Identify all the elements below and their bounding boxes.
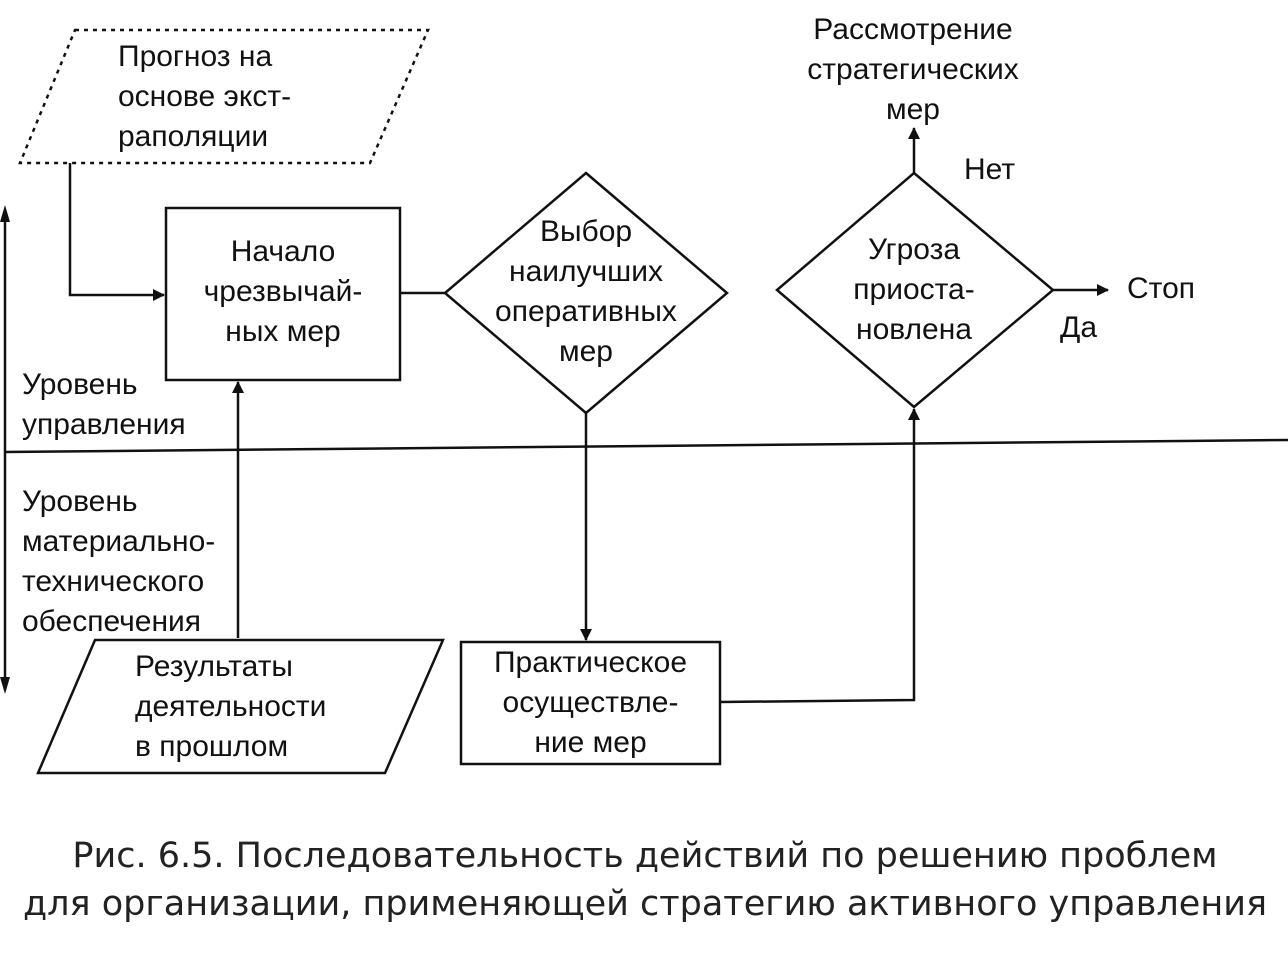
- start-emergency-label: Начало чрезвычай- ных мер: [203, 235, 363, 348]
- no-label: Нет: [964, 153, 1016, 186]
- practical-implementation-label: Практическое осуществле- ние мер: [493, 646, 688, 759]
- level-axis-arrowhead-down: [0, 677, 10, 694]
- forecast-to-start-arrow: [68, 163, 165, 301]
- level-axis-arrowhead-up: [0, 205, 10, 222]
- stop-label: Стоп: [1127, 272, 1195, 305]
- choose-best-label: Выбор наилучших оперативных мер: [495, 215, 677, 368]
- figure-caption: Рис. 6.5. Последовательность действий по…: [22, 836, 1268, 924]
- level-divider-line: [3, 438, 1288, 454]
- logistics-level-label: Уровень материально- технического обеспе…: [22, 485, 216, 638]
- forecast-label: Прогноз на основе экст- раполяции: [118, 40, 292, 153]
- management-level-label: Уровень управления: [22, 368, 186, 441]
- threat-stopped-label: Угроза приоста- новлена: [853, 233, 975, 346]
- past-results-label: Результаты деятельности в прошлом: [135, 650, 327, 763]
- practical-to-threat-arrow: [719, 408, 920, 704]
- yes-label: Да: [1060, 311, 1098, 344]
- past-results-parallelogram: [36, 638, 445, 775]
- practical-implementation-box: [459, 640, 722, 766]
- strategic-review-label: Рассмотрение стратегических мер: [807, 13, 1019, 126]
- threat-stopped-diamond: [775, 171, 1055, 409]
- forecast-parallelogram: [18, 28, 430, 165]
